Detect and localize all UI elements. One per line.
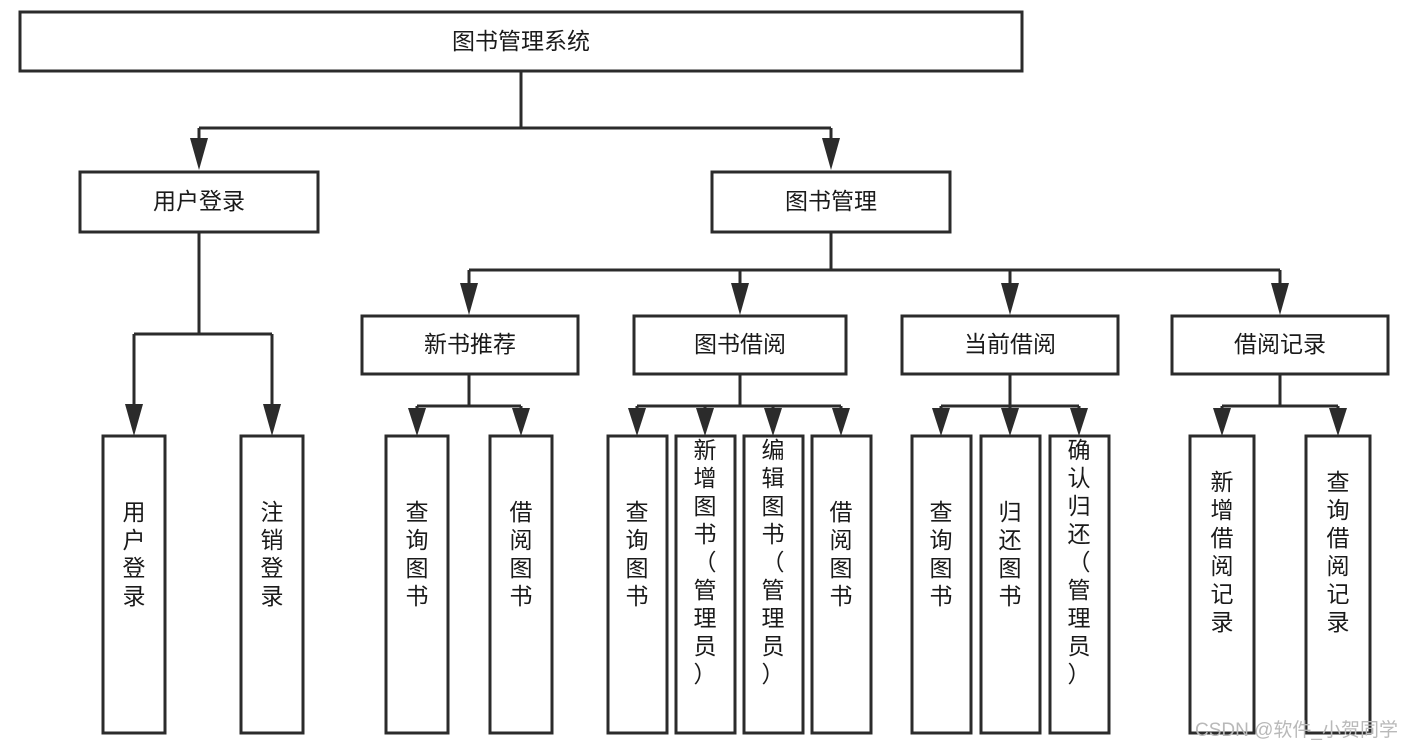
- leaf-user-login-label: 用户登录: [123, 499, 146, 609]
- node-user-login-box[interactable]: [78, 170, 320, 234]
- csdn-watermark: CSDN @软件_小贺同学: [1195, 719, 1398, 741]
- leaf-query-book-rec[interactable]: 查询图书: [384, 434, 450, 735]
- leaf-user-login[interactable]: 用户登录: [101, 434, 167, 735]
- leaf-query-book-current[interactable]: 查询图书: [910, 434, 973, 735]
- node-book-management-label: 图书管理: [785, 188, 877, 214]
- arrow-leaf-borrow-book: [832, 408, 850, 436]
- connector-current-borrow-to-leaves: [932, 374, 1088, 436]
- arrow-leaf-return-book: [1001, 408, 1019, 436]
- node-book-management[interactable]: 图书管理: [710, 170, 952, 234]
- arrow-to-borrow-record: [1271, 283, 1289, 315]
- node-root[interactable]: 图书管理系统: [18, 10, 1024, 73]
- arrow-leaf-query-book-rec: [408, 408, 426, 436]
- node-book-borrow-box[interactable]: [632, 314, 848, 376]
- connector-book-management-to-level3: [460, 232, 1289, 315]
- connector-new-book-recommend-to-leaves: [408, 374, 530, 436]
- leaf-query-book-current-box[interactable]: [910, 434, 973, 735]
- arrow-leaf-user-login: [125, 404, 143, 436]
- node-new-book-recommend[interactable]: 新书推荐: [360, 314, 580, 376]
- leaf-borrow-book-box[interactable]: [810, 434, 873, 735]
- node-root-label: 图书管理系统: [452, 28, 590, 54]
- leaf-borrow-book-rec[interactable]: 借阅图书: [488, 434, 554, 735]
- leaf-add-borrow-record-label: 新增借阅记录: [1211, 469, 1234, 635]
- node-borrow-record-label: 借阅记录: [1234, 331, 1326, 357]
- leaf-borrow-book-rec-box[interactable]: [488, 434, 554, 735]
- arrow-leaf-query-book-borrow: [628, 408, 646, 436]
- leaf-confirm-return-admin-label: 确认归还（管理员）: [1068, 437, 1091, 687]
- leaf-user-logout-box[interactable]: [239, 434, 305, 735]
- connector-user-login-to-leaves: [125, 232, 281, 436]
- arrow-leaf-add-book-admin: [696, 408, 714, 436]
- leaf-confirm-return-admin-box[interactable]: [1048, 434, 1111, 735]
- leaf-add-borrow-record[interactable]: 新增借阅记录: [1188, 434, 1256, 735]
- leaf-query-book-borrow-box[interactable]: [606, 434, 669, 735]
- leaf-query-book-rec-label: 查询图书: [406, 499, 429, 609]
- node-current-borrow[interactable]: 当前借阅: [900, 314, 1120, 376]
- arrow-to-current-borrow: [1001, 283, 1019, 315]
- node-new-book-recommend-box[interactable]: [360, 314, 580, 376]
- leaf-return-book-box[interactable]: [979, 434, 1042, 735]
- arrow-leaf-edit-book-admin: [764, 408, 782, 436]
- node-borrow-record-box[interactable]: [1170, 314, 1390, 376]
- leaf-confirm-return-admin[interactable]: 确认归还（管理员）: [1048, 434, 1111, 735]
- node-user-login-label: 用户登录: [153, 188, 245, 214]
- node-book-borrow[interactable]: 图书借阅: [632, 314, 848, 376]
- arrow-leaf-borrow-book-rec: [512, 408, 530, 436]
- leaf-borrow-book-rec-label: 借阅图书: [510, 499, 533, 609]
- leaf-add-book-admin[interactable]: 新增图书（管理员）: [674, 434, 737, 735]
- arrow-leaf-query-book-current: [932, 408, 950, 436]
- leaf-user-login-box[interactable]: [101, 434, 167, 735]
- node-borrow-record[interactable]: 借阅记录: [1170, 314, 1390, 376]
- leaf-edit-book-admin[interactable]: 编辑图书（管理员）: [742, 434, 805, 735]
- node-new-book-recommend-label: 新书推荐: [424, 331, 516, 357]
- connector-book-borrow-to-leaves: [628, 374, 850, 436]
- leaf-edit-book-admin-box[interactable]: [742, 434, 805, 735]
- leaf-borrow-book-label: 借阅图书: [830, 499, 853, 609]
- leaf-query-borrow-record-box[interactable]: [1304, 434, 1372, 735]
- node-root-box[interactable]: [18, 10, 1024, 73]
- node-book-borrow-label: 图书借阅: [694, 331, 786, 357]
- leaf-add-borrow-record-box[interactable]: [1188, 434, 1256, 735]
- leaf-return-book-label: 归还图书: [999, 499, 1022, 609]
- arrow-to-book-borrow: [731, 283, 749, 315]
- leaf-borrow-book[interactable]: 借阅图书: [810, 434, 873, 735]
- leaf-query-borrow-record[interactable]: 查询借阅记录: [1304, 434, 1372, 735]
- connector-root-to-level2: [190, 71, 840, 170]
- leaf-user-logout[interactable]: 注销登录: [239, 434, 305, 735]
- node-book-management-box[interactable]: [710, 170, 952, 234]
- leaf-user-logout-label: 注销登录: [261, 499, 284, 609]
- arrow-to-user-login: [190, 138, 208, 170]
- connector-borrow-record-to-leaves: [1213, 374, 1347, 436]
- node-current-borrow-box[interactable]: [900, 314, 1120, 376]
- leaf-query-borrow-record-label: 查询借阅记录: [1327, 469, 1350, 635]
- leaf-add-book-admin-box[interactable]: [674, 434, 737, 735]
- leaf-query-book-current-label: 查询图书: [930, 499, 953, 609]
- leaf-add-book-admin-label: 新增图书（管理员）: [694, 437, 717, 687]
- arrow-leaf-user-logout: [263, 404, 281, 436]
- leaf-query-book-borrow[interactable]: 查询图书: [606, 434, 669, 735]
- leaf-return-book[interactable]: 归还图书: [979, 434, 1042, 735]
- arrow-leaf-query-borrow-record: [1329, 408, 1347, 436]
- arrow-to-book-management: [822, 138, 840, 170]
- arrow-leaf-add-borrow-record: [1213, 408, 1231, 436]
- leaf-query-book-borrow-label: 查询图书: [626, 499, 649, 609]
- leaf-edit-book-admin-label: 编辑图书（管理员）: [762, 437, 785, 687]
- node-user-login[interactable]: 用户登录: [78, 170, 320, 234]
- arrow-leaf-confirm-return-admin: [1070, 408, 1088, 436]
- leaf-query-book-rec-box[interactable]: [384, 434, 450, 735]
- arrow-to-new-book-recommend: [460, 283, 478, 315]
- node-current-borrow-label: 当前借阅: [964, 331, 1056, 357]
